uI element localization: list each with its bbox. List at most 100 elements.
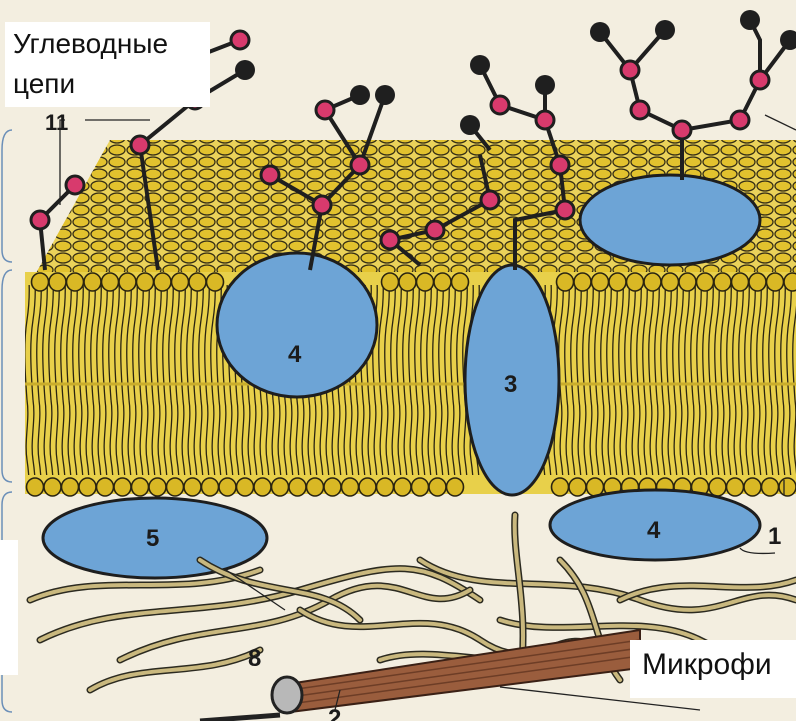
protein-4-top <box>217 253 377 397</box>
sugar-cap <box>460 115 480 135</box>
sugar-node <box>131 136 149 154</box>
sugar-cap <box>740 10 760 30</box>
sugar-node <box>31 211 49 229</box>
carbohydrate-label-box: Углеводные цепи <box>5 22 210 107</box>
microfilament-label: Микрофи <box>642 648 772 682</box>
lipid-head <box>119 273 136 291</box>
sugar-node <box>351 156 369 174</box>
lipid-head <box>324 478 341 496</box>
lipid-head <box>784 273 796 291</box>
sugar-cap <box>470 55 490 75</box>
sugar-node <box>66 176 84 194</box>
sugar-node <box>751 71 769 89</box>
label-2-partial: 2 <box>328 705 341 721</box>
sugar-node <box>621 61 639 79</box>
sugar-node <box>313 196 331 214</box>
sugar-cap <box>590 22 610 42</box>
lipid-head <box>592 273 609 291</box>
lipid-head <box>744 478 761 496</box>
sugar-node <box>426 221 444 239</box>
lipid-head <box>219 478 236 496</box>
lipid-head <box>434 273 451 291</box>
microfilament <box>272 630 640 713</box>
lipid-head <box>97 478 114 496</box>
lipid-bilayer <box>25 272 796 494</box>
sugar-cap <box>655 20 675 40</box>
label-4-bottom: 4 <box>647 517 661 544</box>
lipid-head <box>714 273 731 291</box>
lipid-head <box>709 478 726 496</box>
label-8: 8 <box>248 645 261 672</box>
lipid-head <box>342 478 359 496</box>
lipid-head <box>609 273 626 291</box>
sugar-node <box>481 191 499 209</box>
lipid-head <box>289 478 306 496</box>
sugar-node <box>536 111 554 129</box>
lipid-head <box>237 478 254 496</box>
lipid-head <box>167 478 184 496</box>
lipid-head <box>307 478 324 496</box>
lipid-head <box>644 273 661 291</box>
lipid-head <box>359 478 376 496</box>
lipid-head <box>137 273 154 291</box>
lipid-head <box>662 273 679 291</box>
lipid-head <box>172 273 189 291</box>
lipid-head <box>114 478 131 496</box>
label-11: 11 <box>45 110 68 135</box>
lipid-head <box>149 478 166 496</box>
lipid-head <box>697 273 714 291</box>
label-5: 5 <box>146 525 159 552</box>
lipid-head <box>452 273 469 291</box>
lipid-head <box>779 478 796 496</box>
lipid-head <box>49 273 66 291</box>
lipid-head <box>732 273 749 291</box>
lipid-head <box>102 273 119 291</box>
sugar-node <box>316 101 334 119</box>
lipid-head <box>189 273 206 291</box>
sugar-node <box>231 31 249 49</box>
sugar-cap <box>375 85 395 105</box>
lipid-head <box>417 273 434 291</box>
lipid-head <box>254 478 271 496</box>
lipid-head <box>132 478 149 496</box>
lipid-head <box>412 478 429 496</box>
lipid-head <box>32 273 49 291</box>
lipid-head <box>679 273 696 291</box>
fiber <box>40 569 480 640</box>
sugar-node <box>731 111 749 129</box>
sugar-cap <box>235 60 255 80</box>
fiber <box>90 650 260 690</box>
carbohydrate-chains-label: Углеводные цепи <box>13 24 168 104</box>
sugar-node <box>491 96 509 114</box>
left-white-panel <box>0 540 18 675</box>
lipid-head <box>447 478 464 496</box>
lipid-head <box>154 273 171 291</box>
sugar-node <box>631 101 649 119</box>
lipid-head <box>377 478 394 496</box>
label-1: 1 <box>768 523 781 550</box>
lipid-head <box>84 273 101 291</box>
lipid-head <box>552 478 569 496</box>
microfilament-end <box>272 677 302 713</box>
sugar-node <box>261 166 279 184</box>
microfilament-label-box: Микрофи <box>630 640 796 698</box>
lipid-head <box>67 273 84 291</box>
lipid-head <box>202 478 219 496</box>
lipid-head <box>429 478 446 496</box>
sugar-node <box>381 231 399 249</box>
lipid-head <box>399 273 416 291</box>
fiber-outline <box>40 569 480 640</box>
sugar-node <box>673 121 691 139</box>
lipid-head <box>574 273 591 291</box>
lipid-head <box>382 273 399 291</box>
label-3: 3 <box>504 371 517 398</box>
lipid-head <box>62 478 79 496</box>
sugar-node <box>551 156 569 174</box>
lipid-head <box>762 478 779 496</box>
lipid-head <box>569 478 586 496</box>
protein-peripheral-top-right <box>580 175 760 265</box>
sugar-cap <box>350 85 370 105</box>
lipid-head <box>44 478 61 496</box>
sugar-node <box>556 201 574 219</box>
lipid-head <box>627 273 644 291</box>
